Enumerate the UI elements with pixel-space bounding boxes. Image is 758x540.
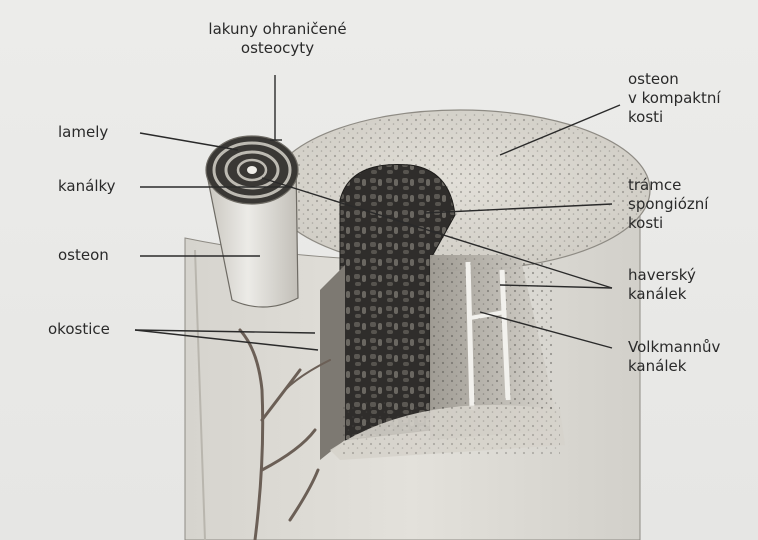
label-lamely: lamely (58, 123, 108, 142)
label-lakuny-line1: lakuny ohraničené (185, 20, 370, 39)
label-okostice: okostice (48, 320, 110, 339)
label-lakuny-line2: osteocyty (185, 39, 370, 58)
label-lakuny: lakuny ohraničené osteocyty (185, 20, 370, 58)
label-volkmann: Volkmannův kanálek (628, 338, 720, 376)
label-osteon-right: osteon v kompaktní kosti (628, 70, 721, 127)
label-haversky: haverský kanálek (628, 266, 696, 304)
label-kanalky: kanálky (58, 177, 116, 196)
label-osteon-left: osteon (58, 246, 109, 265)
label-tramce: trámce spongiózní kosti (628, 176, 708, 233)
